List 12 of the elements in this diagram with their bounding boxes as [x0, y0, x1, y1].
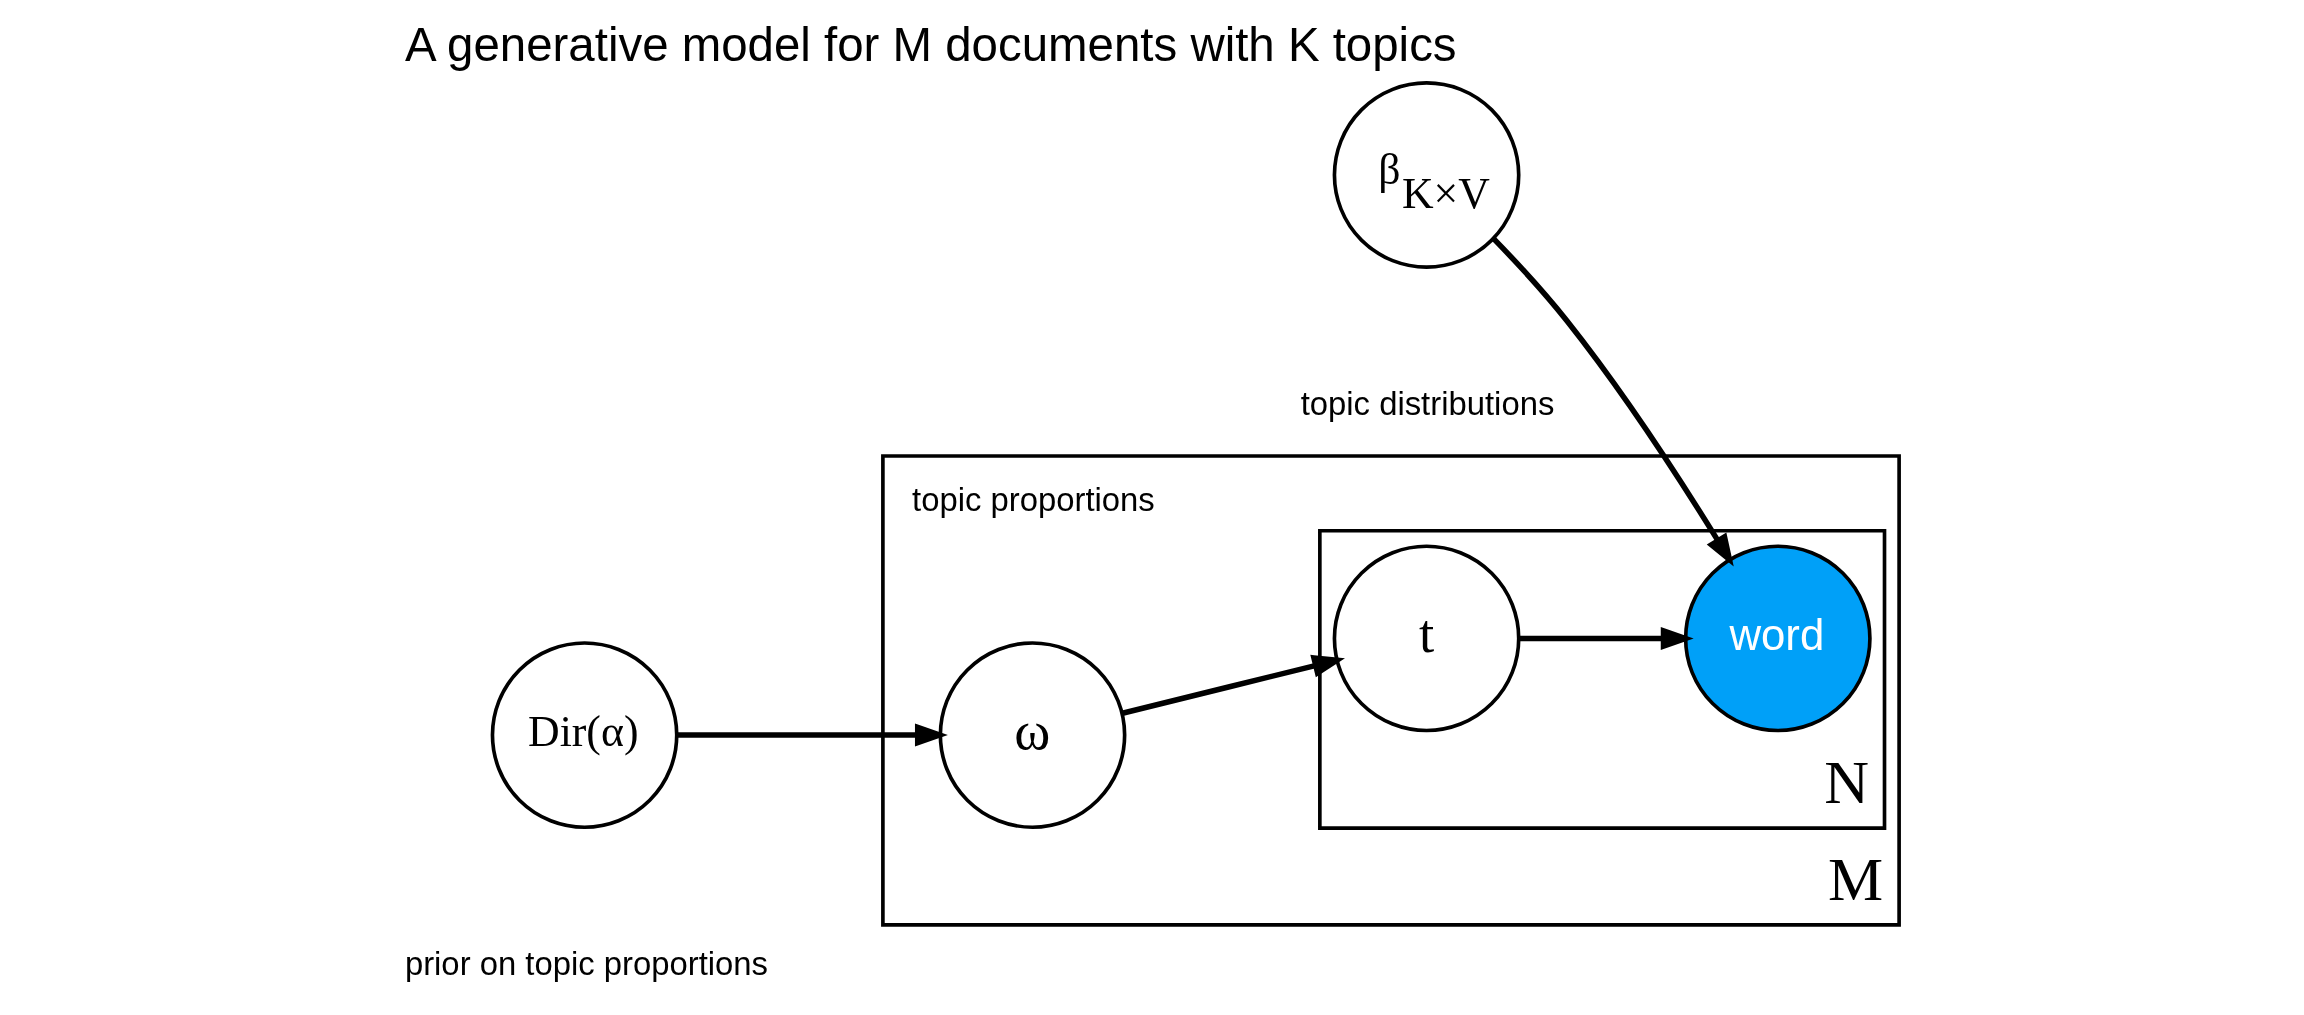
arrow [1518, 626, 1694, 650]
arrow [1121, 654, 1345, 716]
node-circle: ω [938, 641, 1127, 830]
node-label: prior on topic proportions [404, 944, 769, 982]
node-label: topic distributions [1300, 384, 1555, 422]
diagram-title: A generative model for M documents with K topics [404, 17, 1457, 71]
node-circle: Dir(α) [490, 641, 679, 830]
node-circle: t [1332, 544, 1521, 733]
arrow [1491, 236, 1734, 567]
node-label: topic proportions [912, 481, 1155, 519]
arrow [676, 723, 948, 747]
node-circle: word [1683, 544, 1872, 733]
